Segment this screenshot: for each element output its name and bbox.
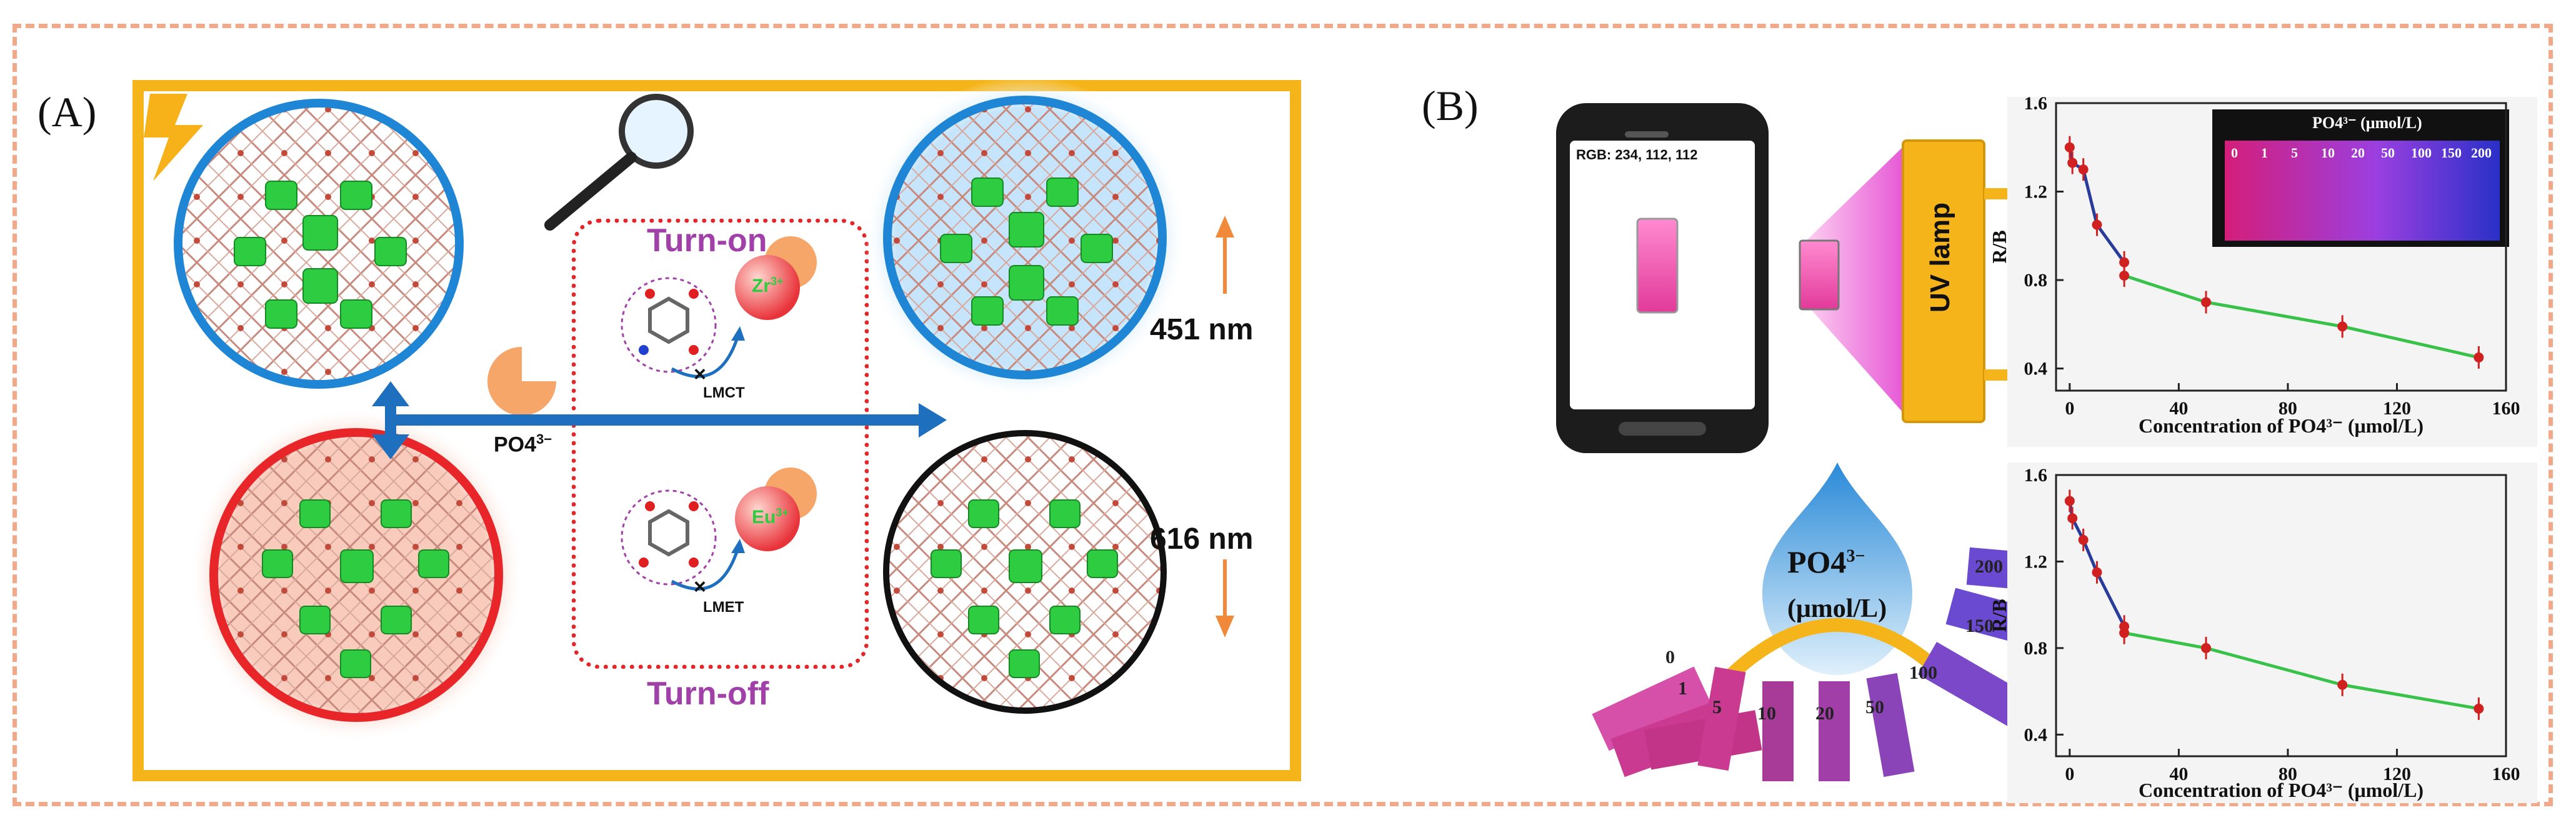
x-tick-label: 40 [2169, 764, 2188, 784]
series-line [2124, 274, 2479, 359]
chart-axes-box [2055, 474, 2507, 758]
strip-label: 50 [1865, 697, 1884, 718]
smartphone-icon [1556, 103, 1769, 453]
panel-b-label: (B) [1422, 82, 1479, 129]
data-point [2119, 628, 2130, 638]
x-tick-label: 160 [2492, 398, 2520, 419]
panel-a-label: (A) [37, 88, 97, 136]
eu-ion-label: Eu3+ [752, 506, 789, 528]
x-axis-label: Concentration of PO4³⁻ (μmol/L) [2139, 414, 2424, 437]
ligand-eu-mechanism: × [621, 468, 817, 599]
wavelength-451-label: 451 nm [1150, 313, 1254, 346]
turn-off-label: Turn-off [647, 676, 769, 712]
strip-label: 150 [1965, 616, 1994, 636]
series-line [2124, 631, 2479, 711]
data-point [2201, 297, 2211, 308]
y-tick-label: 1.6 [2024, 465, 2048, 486]
inset-title: PO4³⁻ (μmol/L) [2312, 114, 2422, 132]
drop-unit-label: (μmol/L) [1787, 594, 1887, 623]
data-point [2337, 321, 2348, 332]
data-point [2064, 142, 2075, 152]
mof-blue-ring-topleft [174, 99, 464, 389]
y-tick-label: 1.6 [2024, 93, 2048, 114]
inset-vial-label: 20 [2351, 145, 2365, 161]
data-point [2067, 513, 2078, 524]
x-tick-label: 0 [2065, 398, 2074, 419]
strip-label: 10 [1757, 703, 1776, 724]
inset-vial-label: 0 [2231, 145, 2238, 161]
x-tick-label: 80 [2279, 398, 2297, 419]
wavelength-616-label: 616 nm [1150, 522, 1254, 556]
y-axis-label: R/B [1988, 599, 2010, 632]
svg-text:×: × [694, 575, 706, 599]
drop-label: PO43− [1787, 544, 1865, 579]
data-point [2067, 158, 2078, 168]
strip-label: 20 [1815, 703, 1834, 724]
data-point [2092, 567, 2102, 578]
data-point [2064, 496, 2075, 506]
data-point [2474, 703, 2484, 714]
data-point [2078, 534, 2089, 545]
chart-axes-box [2055, 102, 2507, 392]
blue-arrows [372, 381, 947, 459]
chart-bottom-bg [2007, 462, 2537, 803]
data-point [2474, 352, 2484, 362]
data-point [2201, 642, 2211, 653]
strip-label: 5 [1712, 697, 1722, 718]
data-point [2092, 219, 2102, 230]
phosphate-label: PO43− [494, 431, 552, 457]
strip-label: 1 [1678, 678, 1687, 699]
inset-vial-label: 100 [2411, 145, 2432, 161]
data-point [2119, 257, 2130, 268]
y-tick-label: 1.2 [2024, 551, 2048, 572]
outer-dashed-border [12, 24, 2553, 806]
lmct-label: LMCT [703, 384, 745, 401]
vial-photo-inset [2212, 109, 2509, 247]
series-line [2068, 147, 2126, 264]
strip-label: 0 [1665, 647, 1675, 668]
mof-red-ring-bottomleft [189, 408, 524, 742]
lightning-icon [144, 94, 203, 181]
x-tick-label: 120 [2383, 764, 2411, 784]
data-point [2078, 164, 2089, 175]
phosphate-drop-icon [1726, 462, 1949, 681]
y-tick-label: 0.8 [2024, 638, 2048, 659]
ligand-zr-mechanism: × [621, 236, 817, 386]
phosphate-pie-icon [487, 347, 556, 416]
inset-vial-label: 10 [2321, 145, 2335, 161]
strip-label: 100 [1909, 662, 1937, 683]
orange-arrows [1216, 216, 1234, 638]
inset-vial-label: 5 [2291, 145, 2298, 161]
rgb-readout: RGB: 234, 112, 112 [1576, 147, 1698, 162]
data-point [2119, 271, 2130, 281]
x-tick-label: 120 [2383, 398, 2411, 419]
zr-ion-label: Zr3+ [752, 275, 784, 296]
x-tick-label: 80 [2279, 764, 2297, 784]
x-tick-label: 40 [2169, 398, 2188, 419]
x-tick-label: 0 [2065, 764, 2074, 784]
y-tick-label: 0.4 [2024, 724, 2048, 745]
y-tick-label: 1.2 [2024, 182, 2048, 202]
inset-vial-label: 200 [2471, 145, 2492, 161]
y-tick-label: 0.8 [2024, 270, 2048, 291]
x-tick-label: 160 [2492, 764, 2520, 784]
strip-label: 200 [1975, 556, 2003, 577]
inset-vial-label: 1 [2261, 145, 2268, 161]
x-axis-label: Concentration of PO4³⁻ (μmol/L) [2139, 779, 2424, 801]
mof-blue-ring-topright [864, 76, 1186, 399]
interaction-mechanism-box [572, 219, 869, 669]
mof-black-ring-bottomright [883, 430, 1167, 714]
svg-text:×: × [694, 362, 706, 386]
magnifier-icon [544, 94, 694, 231]
turn-on-label: Turn-on [647, 222, 767, 259]
lmet-label: LMET [703, 599, 744, 616]
y-axis-label: R/B [1988, 230, 2010, 263]
inset-vial-label: 150 [2441, 145, 2462, 161]
y-tick-label: 0.4 [2024, 359, 2048, 379]
data-point [2337, 679, 2348, 690]
inset-vial-label: 50 [2381, 145, 2395, 161]
